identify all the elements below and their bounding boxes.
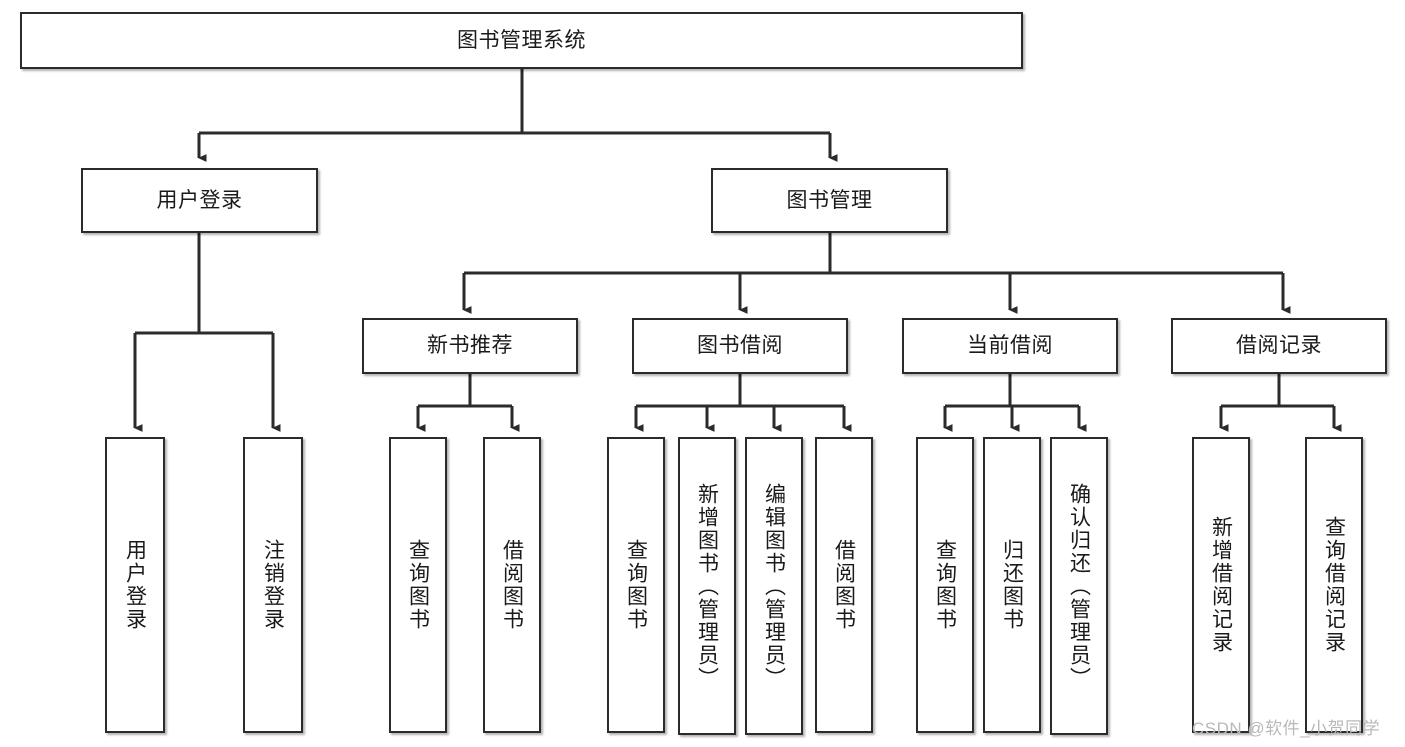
node-leaf-logout[interactable]: 注销登录	[243, 437, 303, 733]
node-leaf-query-record[interactable]: 查询借阅记录	[1305, 437, 1363, 733]
node-new-book-rec-label: 新书推荐	[427, 334, 513, 358]
node-leaf-query-book-3-label: 查询图书	[933, 539, 957, 631]
node-leaf-query-record-label: 查询借阅记录	[1322, 516, 1346, 654]
node-leaf-borrow-book-1-label: 借阅图书	[500, 539, 524, 631]
node-borrow-record[interactable]: 借阅记录	[1171, 318, 1387, 374]
node-leaf-add-record-label: 新增借阅记录	[1209, 516, 1233, 654]
node-book-borrow-label: 图书借阅	[697, 334, 783, 358]
node-leaf-return-book-label: 归还图书	[1000, 539, 1024, 631]
node-leaf-query-book-1-label: 查询图书	[406, 539, 430, 631]
node-root[interactable]: 图书管理系统	[20, 12, 1023, 69]
node-current-borrow-label: 当前借阅	[967, 334, 1053, 358]
node-leaf-add-book[interactable]: 新增图书（管理员）	[678, 437, 736, 735]
node-borrow-record-label: 借阅记录	[1236, 334, 1322, 358]
node-leaf-query-book-2[interactable]: 查询图书	[607, 437, 665, 733]
node-leaf-user-login-label: 用户登录	[123, 539, 147, 631]
node-leaf-return-book[interactable]: 归还图书	[983, 437, 1041, 733]
node-book-manage[interactable]: 图书管理	[711, 168, 948, 233]
node-user-login[interactable]: 用户登录	[81, 168, 318, 233]
node-leaf-logout-label: 注销登录	[261, 539, 285, 631]
node-new-book-rec[interactable]: 新书推荐	[362, 318, 578, 374]
node-leaf-confirm-return-label: 确认归还（管理员）	[1067, 482, 1091, 690]
node-user-login-label: 用户登录	[156, 188, 243, 212]
node-leaf-edit-book-label: 编辑图书（管理员）	[762, 482, 786, 690]
node-leaf-confirm-return[interactable]: 确认归还（管理员）	[1050, 437, 1108, 735]
node-leaf-add-book-label: 新增图书（管理员）	[695, 482, 719, 690]
node-leaf-query-book-3[interactable]: 查询图书	[916, 437, 974, 733]
node-book-manage-label: 图书管理	[786, 188, 873, 212]
node-leaf-query-book-2-label: 查询图书	[624, 539, 648, 631]
node-leaf-add-record[interactable]: 新增借阅记录	[1192, 437, 1250, 733]
node-leaf-user-login[interactable]: 用户登录	[105, 437, 165, 733]
node-book-borrow[interactable]: 图书借阅	[632, 318, 848, 374]
node-leaf-borrow-book-1[interactable]: 借阅图书	[483, 437, 541, 733]
node-leaf-borrow-book-2[interactable]: 借阅图书	[815, 437, 873, 733]
node-current-borrow[interactable]: 当前借阅	[902, 318, 1118, 374]
node-leaf-edit-book[interactable]: 编辑图书（管理员）	[745, 437, 803, 735]
node-leaf-borrow-book-2-label: 借阅图书	[832, 539, 856, 631]
node-root-label: 图书管理系统	[457, 28, 586, 52]
node-leaf-query-book-1[interactable]: 查询图书	[389, 437, 447, 733]
